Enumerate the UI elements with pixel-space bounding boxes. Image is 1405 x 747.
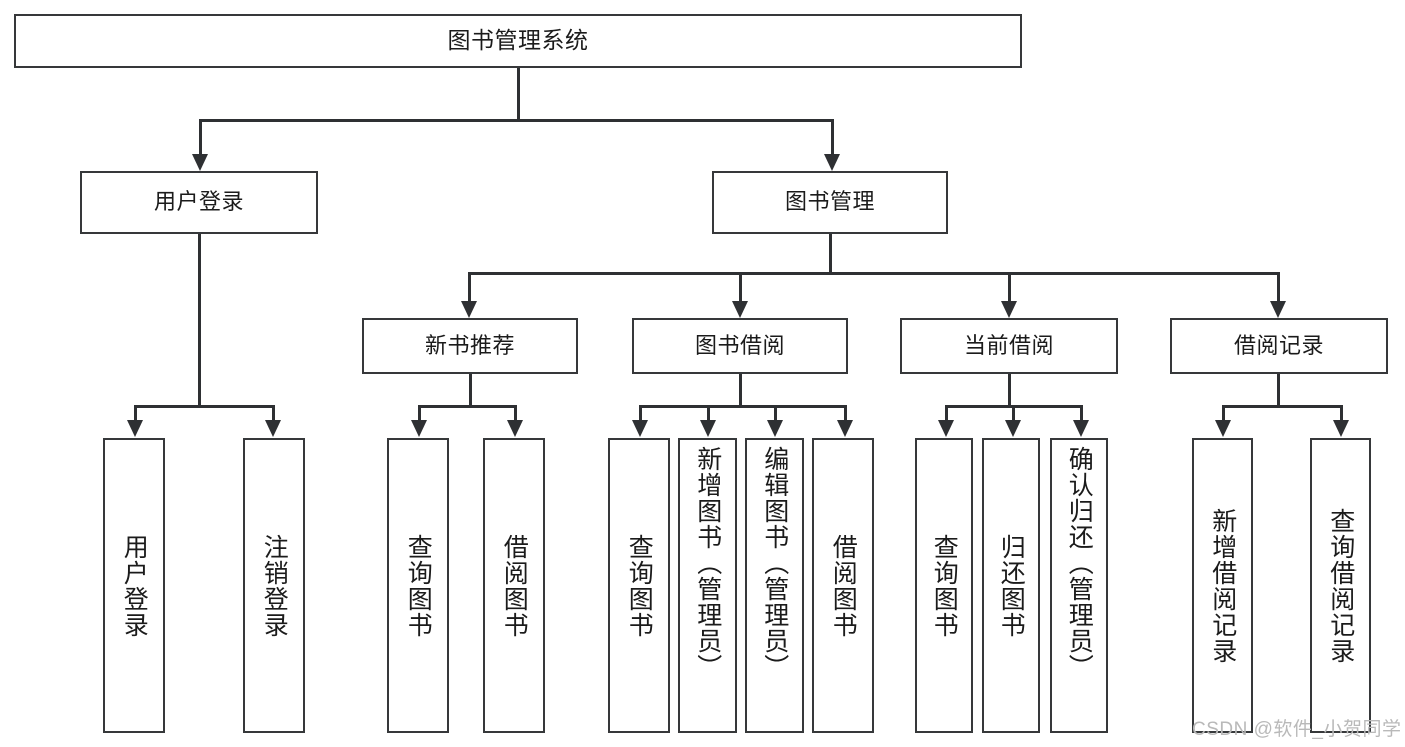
leaf-borrow-book-newbook[interactable]: 借阅图书 <box>483 438 545 733</box>
arrow-to-leaf-query-book-3 <box>938 420 954 437</box>
arrow-to-leaf-add-book <box>700 420 716 437</box>
leaf-return-book[interactable]: 归还图书 <box>982 438 1040 733</box>
node-current-borrow[interactable]: 当前借阅 <box>900 318 1118 374</box>
node-new-book-recommend[interactable]: 新书推荐 <box>362 318 578 374</box>
arrow-to-book-manage <box>824 154 840 171</box>
connector-currentborrow-drop-1 <box>945 405 948 421</box>
node-label: 借阅图书 <box>829 533 858 638</box>
connector-bookborrow-drop-1 <box>639 405 642 421</box>
leaf-query-book-newbook[interactable]: 查询图书 <box>387 438 449 733</box>
arrow-to-user-login <box>192 154 208 171</box>
connector-bookborrow-drop-2 <box>707 405 710 421</box>
connector-newbook-drop-1 <box>418 405 421 421</box>
node-label: 借阅记录 <box>1233 332 1324 358</box>
arrow-to-leaf-query-book-1 <box>411 420 427 437</box>
node-book-manage[interactable]: 图书管理 <box>712 171 948 234</box>
connector-bookborrow-drop-4 <box>844 405 847 421</box>
node-label: 新增图书（管理员） <box>693 446 722 680</box>
node-label: 用户登录 <box>153 189 244 215</box>
node-label: 归还图书 <box>997 533 1026 638</box>
connector-currentborrow-drop-3 <box>1080 405 1083 421</box>
arrow-to-leaf-edit-book <box>767 420 783 437</box>
leaf-confirm-return-admin[interactable]: 确认归还（管理员） <box>1050 438 1108 733</box>
connector-borrowrecord-drop-1 <box>1222 405 1225 421</box>
leaf-add-borrow-record[interactable]: 新增借阅记录 <box>1192 438 1253 733</box>
connector-newbook-stem <box>469 374 472 405</box>
leaf-query-book-borrow[interactable]: 查询图书 <box>608 438 670 733</box>
arrow-to-book-borrow <box>732 301 748 318</box>
leaf-borrow-book[interactable]: 借阅图书 <box>812 438 874 733</box>
arrow-to-leaf-add-record <box>1215 420 1231 437</box>
connector-userlogin-stem <box>198 234 201 405</box>
connector-borrowrecord-drop-2 <box>1340 405 1343 421</box>
node-label: 借阅图书 <box>500 533 529 638</box>
arrow-to-new-book-rec <box>461 301 477 318</box>
connector-userlogin-drop-1 <box>134 405 137 421</box>
node-label: 用户登录 <box>120 533 149 638</box>
arrow-to-leaf-user-login <box>127 420 143 437</box>
node-label: 查询图书 <box>930 533 959 638</box>
node-borrow-record[interactable]: 借阅记录 <box>1170 318 1388 374</box>
arrow-to-current-borrow <box>1001 301 1017 318</box>
node-label: 查询图书 <box>404 533 433 638</box>
arrow-to-leaf-return-book <box>1005 420 1021 437</box>
leaf-add-book-admin[interactable]: 新增图书（管理员） <box>678 438 737 733</box>
node-root-system[interactable]: 图书管理系统 <box>14 14 1022 68</box>
arrow-to-leaf-borrow-book-2 <box>837 420 853 437</box>
node-label: 新增借阅记录 <box>1208 507 1237 664</box>
node-label: 新书推荐 <box>424 332 515 358</box>
leaf-edit-book-admin[interactable]: 编辑图书（管理员） <box>745 438 804 733</box>
leaf-logout[interactable]: 注销登录 <box>243 438 305 733</box>
connector-currentborrow-stem <box>1008 374 1011 405</box>
connector-bookborrow-bus <box>639 405 844 408</box>
arrow-to-leaf-query-record <box>1333 420 1349 437</box>
connector-borrowrecord-stem <box>1277 374 1280 405</box>
arrow-to-leaf-borrow-book-1 <box>507 420 523 437</box>
node-label: 当前借阅 <box>963 332 1054 358</box>
connector-bookmanage-drop-3 <box>1008 272 1011 302</box>
node-user-login[interactable]: 用户登录 <box>80 171 318 234</box>
arrow-to-leaf-logout <box>265 420 281 437</box>
connector-bookborrow-stem <box>739 374 742 405</box>
arrow-to-borrow-record <box>1270 301 1286 318</box>
node-label: 查询图书 <box>625 533 654 638</box>
connector-bookmanage-bus <box>468 272 1279 275</box>
connector-currentborrow-drop-2 <box>1012 405 1015 421</box>
node-label: 图书管理 <box>784 189 875 215</box>
node-label: 图书借阅 <box>694 332 785 358</box>
connector-bookborrow-drop-3 <box>774 405 777 421</box>
node-label: 编辑图书（管理员） <box>760 446 789 680</box>
connector-root-drop-right <box>831 119 834 155</box>
connector-newbook-bus <box>418 405 514 408</box>
connector-bookmanage-drop-4 <box>1277 272 1280 302</box>
connector-bookmanage-stem <box>829 234 832 272</box>
connector-root-drop-left <box>199 119 202 155</box>
leaf-query-book-current[interactable]: 查询图书 <box>915 438 973 733</box>
node-book-borrow[interactable]: 图书借阅 <box>632 318 848 374</box>
connector-root-bus <box>199 119 833 122</box>
node-label: 注销登录 <box>260 533 289 638</box>
arrow-to-leaf-confirm-return <box>1073 420 1089 437</box>
connector-newbook-drop-2 <box>514 405 517 421</box>
connector-borrowrecord-bus <box>1222 405 1341 408</box>
connector-userlogin-bus <box>134 405 274 408</box>
leaf-user-login[interactable]: 用户登录 <box>103 438 165 733</box>
node-label: 确认归还（管理员） <box>1065 446 1094 680</box>
node-label: 图书管理系统 <box>447 27 589 54</box>
watermark-csdn: CSDN @软件_小贺同学 <box>1192 719 1402 740</box>
node-label: 查询借阅记录 <box>1326 507 1355 664</box>
connector-bookmanage-drop-2 <box>739 272 742 302</box>
leaf-query-borrow-record[interactable]: 查询借阅记录 <box>1310 438 1371 733</box>
connector-bookmanage-drop-1 <box>468 272 471 302</box>
connector-root-stem <box>517 68 520 119</box>
arrow-to-leaf-query-book-2 <box>632 420 648 437</box>
connector-userlogin-drop-2 <box>272 405 275 421</box>
